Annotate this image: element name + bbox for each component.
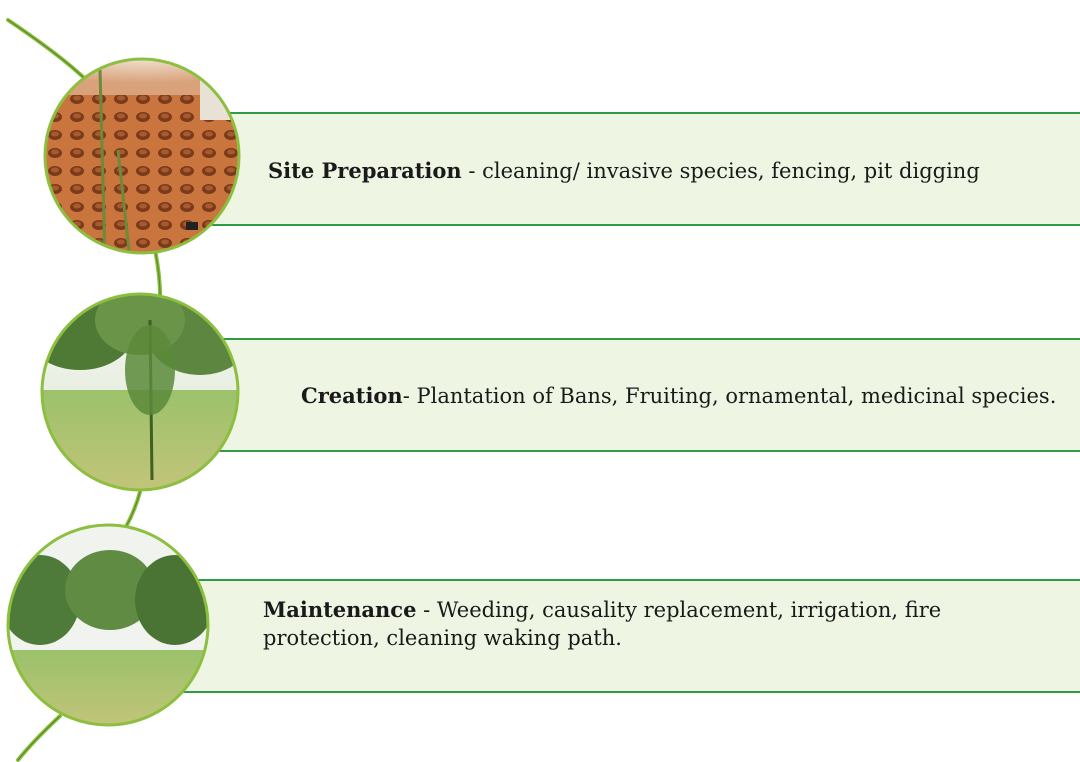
step-title-creation: Creation bbox=[301, 383, 403, 408]
step-description-maintenance: - Weeding, causality replacement, irriga… bbox=[263, 598, 942, 650]
step-text-site-preparation: Site Preparation - cleaning/ invasive sp… bbox=[268, 157, 1058, 185]
step-description-site-preparation: - cleaning/ invasive species, fencing, p… bbox=[461, 159, 980, 183]
step-box-maintenance bbox=[120, 579, 1080, 693]
step-title-site-preparation: Site Preparation bbox=[268, 158, 462, 183]
step-text-maintenance: Maintenance - Weeding, causality replace… bbox=[263, 596, 1063, 652]
sapling-plantation-photo bbox=[42, 294, 238, 490]
step-description-creation: - Plantation of Bans, Fruiting, ornament… bbox=[402, 384, 1057, 408]
step-box-creation bbox=[150, 338, 1080, 452]
step-text-creation: Creation- Plantation of Bans, Fruiting, … bbox=[301, 382, 1071, 410]
step-title-maintenance: Maintenance bbox=[263, 597, 417, 622]
step-box-site-preparation bbox=[160, 112, 1080, 226]
nursery-pits-photo bbox=[45, 59, 239, 253]
